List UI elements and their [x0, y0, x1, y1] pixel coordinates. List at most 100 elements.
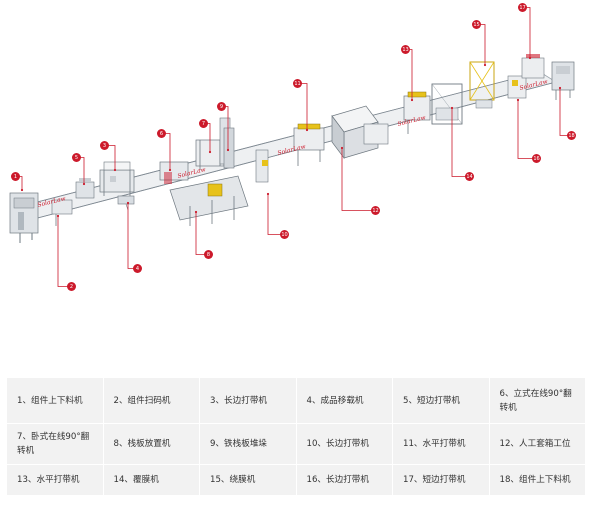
callout-number: 11 [294, 81, 300, 87]
callout-leader-line [195, 212, 209, 255]
callout-anchor-dot [305, 128, 309, 132]
station-loader-1 [9, 192, 39, 243]
legend-item: 1、组件上下料机 [6, 377, 104, 424]
callout-badge [532, 154, 541, 163]
callout-number: 10 [281, 232, 287, 238]
callout-12: 12 [340, 146, 380, 215]
legend-item: 14、覆膜机 [102, 464, 200, 496]
callout-5: 5 [72, 153, 86, 186]
callout-leader-line [522, 7, 531, 58]
legend-item: 8、栈板放置机 [102, 423, 200, 465]
callout-leader-line [517, 100, 537, 159]
callout-badge [465, 172, 474, 181]
callout-1: 1 [11, 172, 24, 192]
legend-item: 9、铁栈板堆垛 [199, 423, 297, 465]
callout-badge [280, 230, 289, 239]
station-short-strapper-17 [521, 54, 545, 79]
production-line-diagram: SolarLaw SolarLaw SolarLaw SolarLaw Sola… [9, 3, 576, 291]
callout-badge [567, 131, 576, 140]
callout-15: 15 [472, 20, 487, 67]
callout-16: 16 [516, 98, 541, 163]
callout-badge [217, 102, 226, 111]
callout-leader-line [267, 194, 285, 235]
station-loader-18 [551, 61, 575, 100]
callout-badge [100, 141, 109, 150]
callout-anchor-dot [194, 210, 198, 214]
callout-anchor-dot [56, 214, 60, 218]
callout-anchor-dot [113, 168, 117, 172]
callout-leader-line [476, 24, 486, 65]
callout-anchor-dot [558, 86, 562, 90]
legend-item: 16、长边打带机 [295, 464, 393, 496]
station-scanner-2 [51, 199, 73, 226]
callout-anchor-dot [340, 146, 344, 150]
callout-7: 7 [199, 119, 212, 154]
station-horizontal-strapper-11 [293, 123, 325, 166]
callout-badge [157, 129, 166, 138]
callout-anchor-dot [410, 98, 414, 102]
callout-leader-line [297, 83, 308, 130]
callout-number: 13 [402, 47, 408, 53]
callout-number: 1 [14, 174, 17, 180]
callout-leader-line [341, 148, 376, 211]
callout-leader-line [127, 203, 138, 269]
legend-item: 12、人工套箱工位 [488, 423, 586, 465]
callout-number: 16 [533, 156, 539, 162]
callout-number: 18 [568, 133, 574, 139]
callout-number: 6 [160, 131, 163, 137]
station-transfer-4 [117, 195, 135, 211]
legend-item: 6、立式在线90°翻转机 [488, 377, 586, 424]
callout-11: 11 [293, 79, 309, 132]
callout-number: 3 [103, 143, 106, 149]
callout-number: 17 [519, 5, 525, 11]
legend-item: 18、组件上下料机 [488, 464, 586, 496]
callout-anchor-dot [450, 106, 454, 110]
callout-badge [371, 206, 380, 215]
callout-18: 18 [558, 86, 576, 140]
callout-badge [293, 79, 302, 88]
callout-badge [518, 3, 527, 12]
callout-anchor-dot [168, 168, 172, 172]
callout-anchor-dot [266, 192, 270, 196]
callout-leader-line [57, 216, 72, 287]
callout-number: 14 [466, 174, 472, 180]
callout-anchor-dot [82, 182, 86, 186]
callout-anchor-dot [483, 63, 487, 67]
station-strapper-3 [99, 161, 135, 196]
station-strapper-10 [255, 149, 269, 183]
callout-anchor-dot [20, 188, 24, 192]
station-horizontal-strapper-13 [403, 91, 431, 134]
station-strapper-16 [507, 75, 527, 99]
station-pallet-placer-8 [169, 175, 249, 226]
callout-anchor-dot [226, 148, 230, 152]
callout-6: 6 [157, 129, 172, 172]
conveyor-rail-bottom [29, 81, 557, 221]
legend-item: 2、组件扫码机 [102, 377, 200, 424]
legend-item: 15、绕膜机 [199, 464, 297, 496]
callout-anchor-dot [208, 150, 212, 154]
station-short-strapper-5 [75, 178, 95, 199]
station-film-coater-14 [431, 83, 463, 125]
station-pallet-stack-9 [219, 117, 235, 169]
callout-9: 9 [217, 102, 230, 152]
legend-item: 7、卧式在线90°翻转机 [6, 423, 104, 465]
callout-number: 5 [75, 155, 78, 161]
legend-item: 10、长边打带机 [295, 423, 393, 465]
callout-badge [67, 282, 76, 291]
callout-13: 13 [401, 45, 414, 102]
callout-4: 4 [126, 201, 142, 273]
callout-badge [72, 153, 81, 162]
callout-leader-line [451, 108, 470, 177]
callout-badge [204, 250, 213, 259]
callout-number: 2 [70, 284, 73, 290]
callout-number: 15 [473, 22, 479, 28]
callout-number: 8 [207, 252, 210, 258]
legend-item: 11、水平打带机 [392, 423, 490, 465]
callout-number: 7 [202, 121, 205, 127]
callout-anchor-dot [528, 56, 532, 60]
callout-number: 4 [136, 266, 139, 272]
